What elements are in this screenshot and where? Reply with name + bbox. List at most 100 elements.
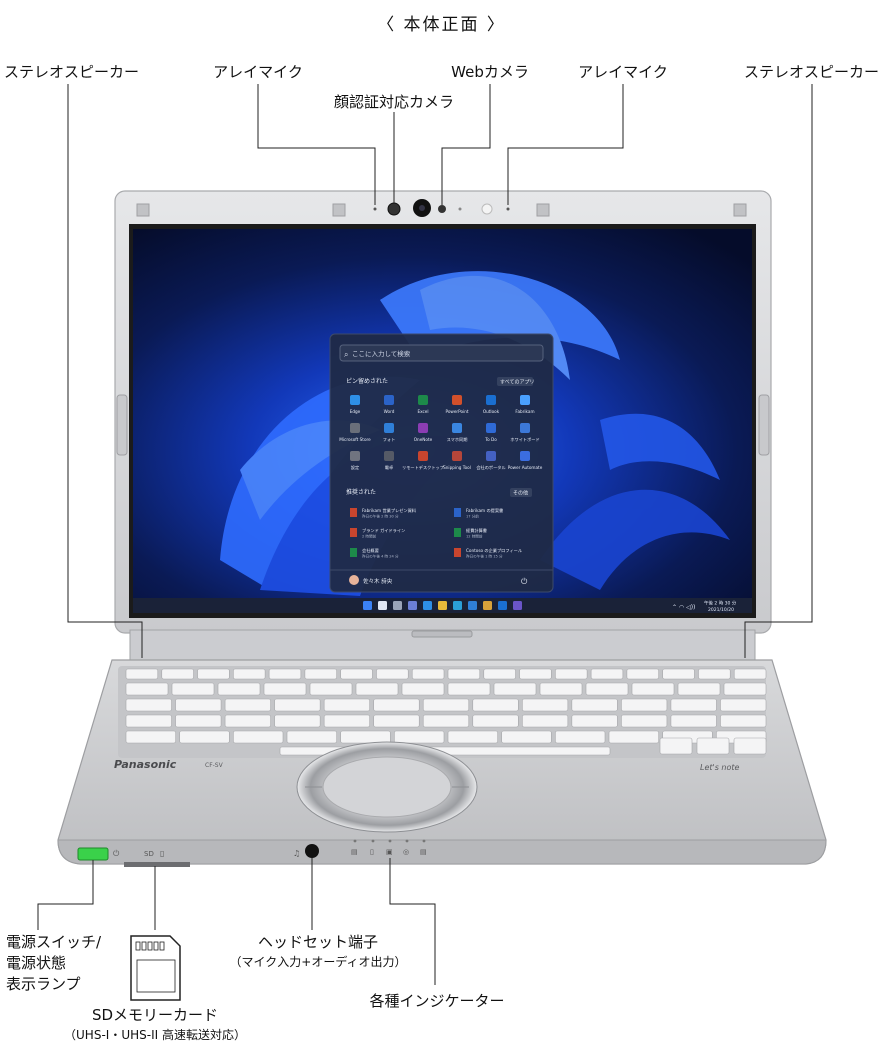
pinned-app-tile[interactable]: OneNote	[414, 423, 433, 442]
keyboard-key[interactable]	[373, 698, 420, 712]
keyboard-key[interactable]	[571, 698, 618, 712]
pinned-app-tile[interactable]: Snipping Tool	[443, 451, 471, 470]
keyboard-key[interactable]	[217, 682, 261, 696]
keyboard-key[interactable]	[274, 698, 321, 712]
keyboard-key[interactable]	[179, 730, 230, 744]
pinned-app-tile[interactable]: Microsoft Store	[339, 423, 371, 442]
headset-jack[interactable]	[305, 844, 319, 858]
power-icon[interactable]: ⏻	[521, 577, 528, 586]
keyboard-key[interactable]	[171, 682, 215, 696]
keyboard-key[interactable]	[422, 698, 470, 712]
pinned-app-tile[interactable]: Outlook	[483, 395, 500, 414]
pinned-app-tile[interactable]: フォト	[383, 423, 396, 442]
keyboard-key[interactable]	[263, 682, 307, 696]
keyboard-key[interactable]	[233, 668, 266, 680]
touchpad[interactable]	[322, 756, 452, 818]
keyboard-key[interactable]	[670, 714, 717, 728]
keyboard-key[interactable]	[696, 737, 730, 755]
pinned-app-tile[interactable]: Fabrikam	[515, 395, 535, 414]
keyboard-key[interactable]	[733, 737, 767, 755]
keyboard-key[interactable]	[571, 714, 618, 728]
keyboard-key[interactable]	[720, 698, 767, 712]
pinned-app-tile[interactable]: リモートデスクトップ	[402, 451, 445, 471]
keyboard-key[interactable]	[376, 668, 409, 680]
keyboard-key[interactable]	[161, 668, 194, 680]
keyboard-key[interactable]	[608, 730, 659, 744]
keyboard-key[interactable]	[175, 698, 222, 712]
keyboard-key[interactable]	[286, 730, 337, 744]
sd-card-slot[interactable]	[124, 862, 190, 867]
keyboard-key[interactable]	[323, 714, 370, 728]
keyboard-key[interactable]	[274, 714, 321, 728]
keyboard-key[interactable]	[175, 714, 222, 728]
keyboard-key[interactable]	[447, 682, 491, 696]
keyboard-key[interactable]	[340, 668, 373, 680]
keyboard-key[interactable]	[539, 682, 583, 696]
keyboard-key[interactable]	[677, 682, 721, 696]
keyboard-key[interactable]	[590, 668, 624, 680]
taskbar-app-icon[interactable]	[408, 601, 417, 610]
keyboard-key[interactable]	[519, 668, 552, 680]
keyboard-key[interactable]	[621, 698, 668, 712]
keyboard-key[interactable]	[355, 682, 399, 696]
keyboard-key[interactable]	[411, 668, 445, 680]
keyboard-key[interactable]	[522, 698, 569, 712]
keyboard-key[interactable]	[447, 668, 481, 680]
taskbar-app-icon[interactable]	[453, 601, 462, 610]
keyboard-key[interactable]	[472, 714, 519, 728]
keyboard-key[interactable]	[585, 682, 629, 696]
pinned-app-tile[interactable]: 設定	[350, 451, 360, 471]
keyboard-key[interactable]	[483, 668, 516, 680]
keyboard-key[interactable]	[125, 714, 172, 728]
keyboard-key[interactable]	[224, 698, 271, 712]
keyboard-key[interactable]	[340, 730, 391, 744]
pinned-app-tile[interactable]: スマホ同期	[447, 423, 468, 443]
pinned-app-tile[interactable]: 電卓	[384, 451, 394, 471]
keyboard-key[interactable]	[555, 668, 588, 680]
taskbar-app-icon[interactable]	[393, 601, 402, 610]
keyboard-key[interactable]	[309, 682, 353, 696]
search-input[interactable]	[339, 344, 544, 362]
keyboard-key[interactable]	[501, 730, 552, 744]
all-apps-button[interactable]	[497, 377, 533, 386]
keyboard-key[interactable]	[323, 698, 370, 712]
keyboard-key[interactable]	[723, 682, 767, 696]
keyboard-key[interactable]	[670, 698, 717, 712]
taskbar-app-icon[interactable]	[438, 601, 447, 610]
keyboard-key[interactable]	[659, 737, 693, 755]
keyboard-key[interactable]	[394, 730, 445, 744]
keyboard-key[interactable]	[472, 698, 519, 712]
keyboard-key[interactable]	[125, 668, 159, 680]
keyboard-key[interactable]	[720, 714, 767, 728]
keyboard-key[interactable]	[125, 698, 172, 712]
keyboard-key[interactable]	[233, 730, 284, 744]
keyboard-key[interactable]	[268, 668, 302, 680]
pinned-app-tile[interactable]: PowerPoint	[445, 395, 469, 414]
keyboard-key[interactable]	[698, 668, 731, 680]
keyboard-key[interactable]	[422, 714, 470, 728]
keyboard-key[interactable]	[555, 730, 606, 744]
keyboard-key[interactable]	[493, 682, 537, 696]
pinned-app-tile[interactable]: Excel	[417, 395, 429, 414]
keyboard-key[interactable]	[373, 714, 420, 728]
taskbar-app-icon[interactable]	[498, 601, 507, 610]
pinned-app-tile[interactable]: To Do	[484, 423, 497, 442]
keyboard-key[interactable]	[304, 668, 337, 680]
pinned-app-tile[interactable]: ホワイトボード	[510, 423, 540, 442]
keyboard-key[interactable]	[631, 682, 675, 696]
taskbar-app-icon[interactable]	[468, 601, 477, 610]
keyboard-key[interactable]	[621, 714, 668, 728]
keyboard-key[interactable]	[224, 714, 271, 728]
taskbar-app-icon[interactable]	[483, 601, 492, 610]
keyboard-key[interactable]	[662, 668, 695, 680]
pinned-app-tile[interactable]: Power Automate	[508, 451, 543, 470]
keyboard-key[interactable]	[197, 668, 230, 680]
taskbar-app-icon[interactable]	[513, 601, 522, 610]
power-switch[interactable]	[77, 847, 109, 861]
